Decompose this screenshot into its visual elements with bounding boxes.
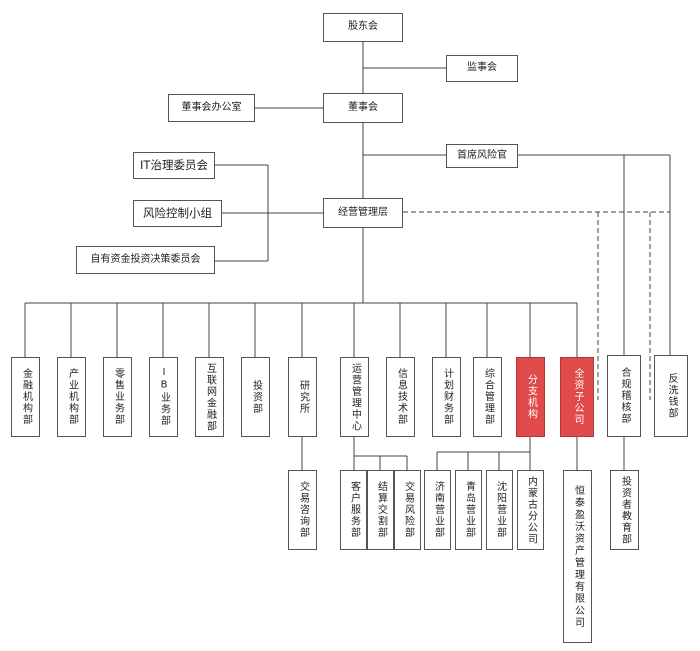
dept-information-technology: 信息技术部 [386, 357, 415, 437]
risk-control-group-box: 风险控制小组 [133, 200, 222, 227]
supervisory-board-box: 监事会 [446, 55, 518, 82]
dept-operations-center: 运营管理中心 [340, 357, 369, 437]
dept-compliance-audit: 合规稽核部 [607, 355, 641, 437]
chief-risk-officer-box: 首席风险官 [446, 144, 518, 168]
investment-decision-committee-box: 自有资金投资决策委员会 [76, 246, 215, 274]
dept-research-institute: 研究所 [288, 357, 317, 437]
dept-anti-money-laundering: 反洗钱部 [654, 355, 688, 437]
board-of-directors-box: 董事会 [323, 93, 403, 123]
dept-retail-business: 零售业务部 [103, 357, 132, 437]
dept-internet-finance: 互联网金融部 [195, 357, 224, 437]
sub-jinan-office: 济南营业部 [424, 470, 451, 550]
sub-investor-education: 投资者教育部 [610, 470, 639, 550]
sub-trade-consulting: 交易咨询部 [288, 470, 317, 550]
dept-investment: 投资部 [241, 357, 270, 437]
dept-branches-highlighted: 分支机构 [516, 357, 545, 437]
shareholders-meeting-box: 股东会 [323, 13, 403, 42]
board-office-box: 董事会办公室 [168, 94, 255, 122]
sub-hengtai-asset-management: 恒泰盈沃资产管理有限公司 [563, 470, 592, 643]
dept-ib-business: IB业务部 [149, 357, 178, 437]
management-box: 经营管理层 [323, 198, 403, 228]
sub-customer-service: 客户服务部 [340, 470, 367, 550]
sub-trade-risk: 交易风险部 [394, 470, 421, 550]
dept-general-management: 综合管理部 [473, 357, 502, 437]
sub-qingdao-office: 青岛营业部 [455, 470, 482, 550]
sub-inner-mongolia-branch: 内蒙古分公司 [517, 470, 544, 550]
it-governance-committee-box: IT治理委员会 [133, 152, 215, 179]
sub-settlement-delivery: 结算交割部 [367, 470, 394, 550]
dept-planning-finance: 计划财务部 [432, 357, 461, 437]
sub-shenyang-office: 沈阳营业部 [486, 470, 513, 550]
dept-industry-institutions: 产业机构部 [57, 357, 86, 437]
dept-wholly-owned-subsidiary-highlighted: 全资子公司 [560, 357, 594, 437]
dept-financial-institutions: 金融机构部 [11, 357, 40, 437]
